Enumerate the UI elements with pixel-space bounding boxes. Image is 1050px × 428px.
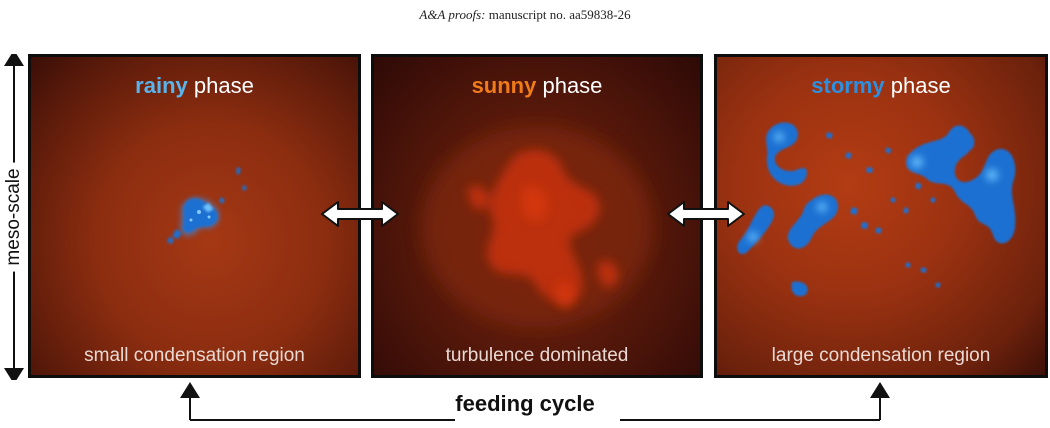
- rainy-condensation-field: [31, 57, 358, 375]
- sunny-phase-panel: sunny phase turbulence dominated: [371, 54, 703, 378]
- sunny-phase-suffix: phase: [536, 73, 602, 98]
- stormy-phase-caption: large condensation region: [717, 345, 1045, 367]
- sunny-turbulence-field: [374, 57, 700, 375]
- journal-name: A&A proofs:: [419, 7, 485, 22]
- rainy-phase-suffix: phase: [188, 73, 254, 98]
- stormy-phase-suffix: phase: [885, 73, 951, 98]
- sunny-keyword: sunny: [472, 73, 537, 98]
- stormy-phase-panel: stormy phase large condensation region: [714, 54, 1048, 378]
- stormy-keyword: stormy: [811, 73, 884, 98]
- stormy-phase-title: stormy phase: [717, 73, 1045, 99]
- rainy-phase-panel: rainy phase small condensation region: [28, 54, 361, 378]
- manuscript-number: manuscript no. aa59838-26: [489, 7, 631, 22]
- stormy-condensation-field: [717, 57, 1045, 375]
- rainy-phase-caption: small condensation region: [31, 345, 358, 367]
- sunny-phase-caption: turbulence dominated: [374, 345, 700, 367]
- sunny-stormy-double-arrow: [664, 200, 748, 228]
- rainy-phase-title: rainy phase: [31, 73, 358, 99]
- rainy-keyword: rainy: [135, 73, 188, 98]
- meso-scale-label: meso-scale: [3, 162, 25, 271]
- rainy-sunny-double-arrow: [318, 200, 402, 228]
- sunny-phase-title: sunny phase: [374, 73, 700, 99]
- meso-scale-axis: meso-scale: [0, 54, 28, 380]
- page-header: A&A proofs: manuscript no. aa59838-26: [0, 7, 1050, 23]
- feeding-cycle-label: feeding cycle: [0, 391, 1050, 417]
